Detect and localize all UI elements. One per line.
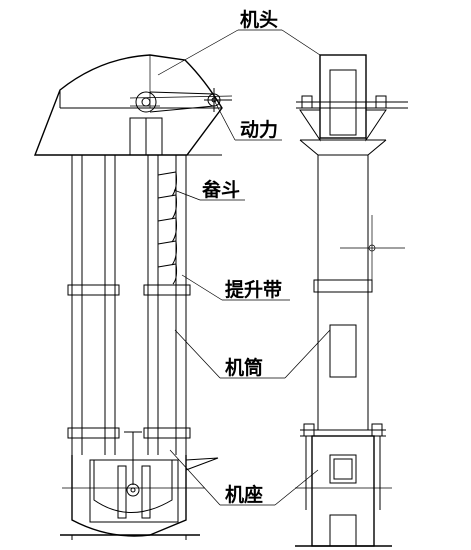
label-bucket: 畚斗 — [202, 178, 240, 201]
drive-assembly — [129, 88, 233, 113]
labels: 机头 动力 畚斗 提升带 机筒 机座 — [202, 9, 282, 506]
label-power: 动力 — [240, 118, 278, 141]
boot-pulley-icon — [126, 483, 140, 497]
label-base: 机座 — [225, 483, 263, 506]
buckets — [157, 171, 178, 285]
side-base — [295, 423, 392, 547]
leader-lines — [157, 29, 331, 506]
boot-base — [60, 431, 219, 540]
right-leg — [143, 155, 191, 455]
left-leg — [67, 155, 120, 455]
label-head: 机头 — [240, 9, 278, 31]
side-head — [296, 54, 408, 156]
left-elevator — [33, 54, 233, 540]
side-casing — [313, 155, 405, 430]
right-elevator — [295, 54, 408, 547]
label-casing: 机筒 — [225, 356, 263, 379]
label-belt: 提升带 — [225, 278, 282, 301]
head-pulley-icon — [135, 91, 157, 113]
head-hood — [33, 54, 223, 156]
